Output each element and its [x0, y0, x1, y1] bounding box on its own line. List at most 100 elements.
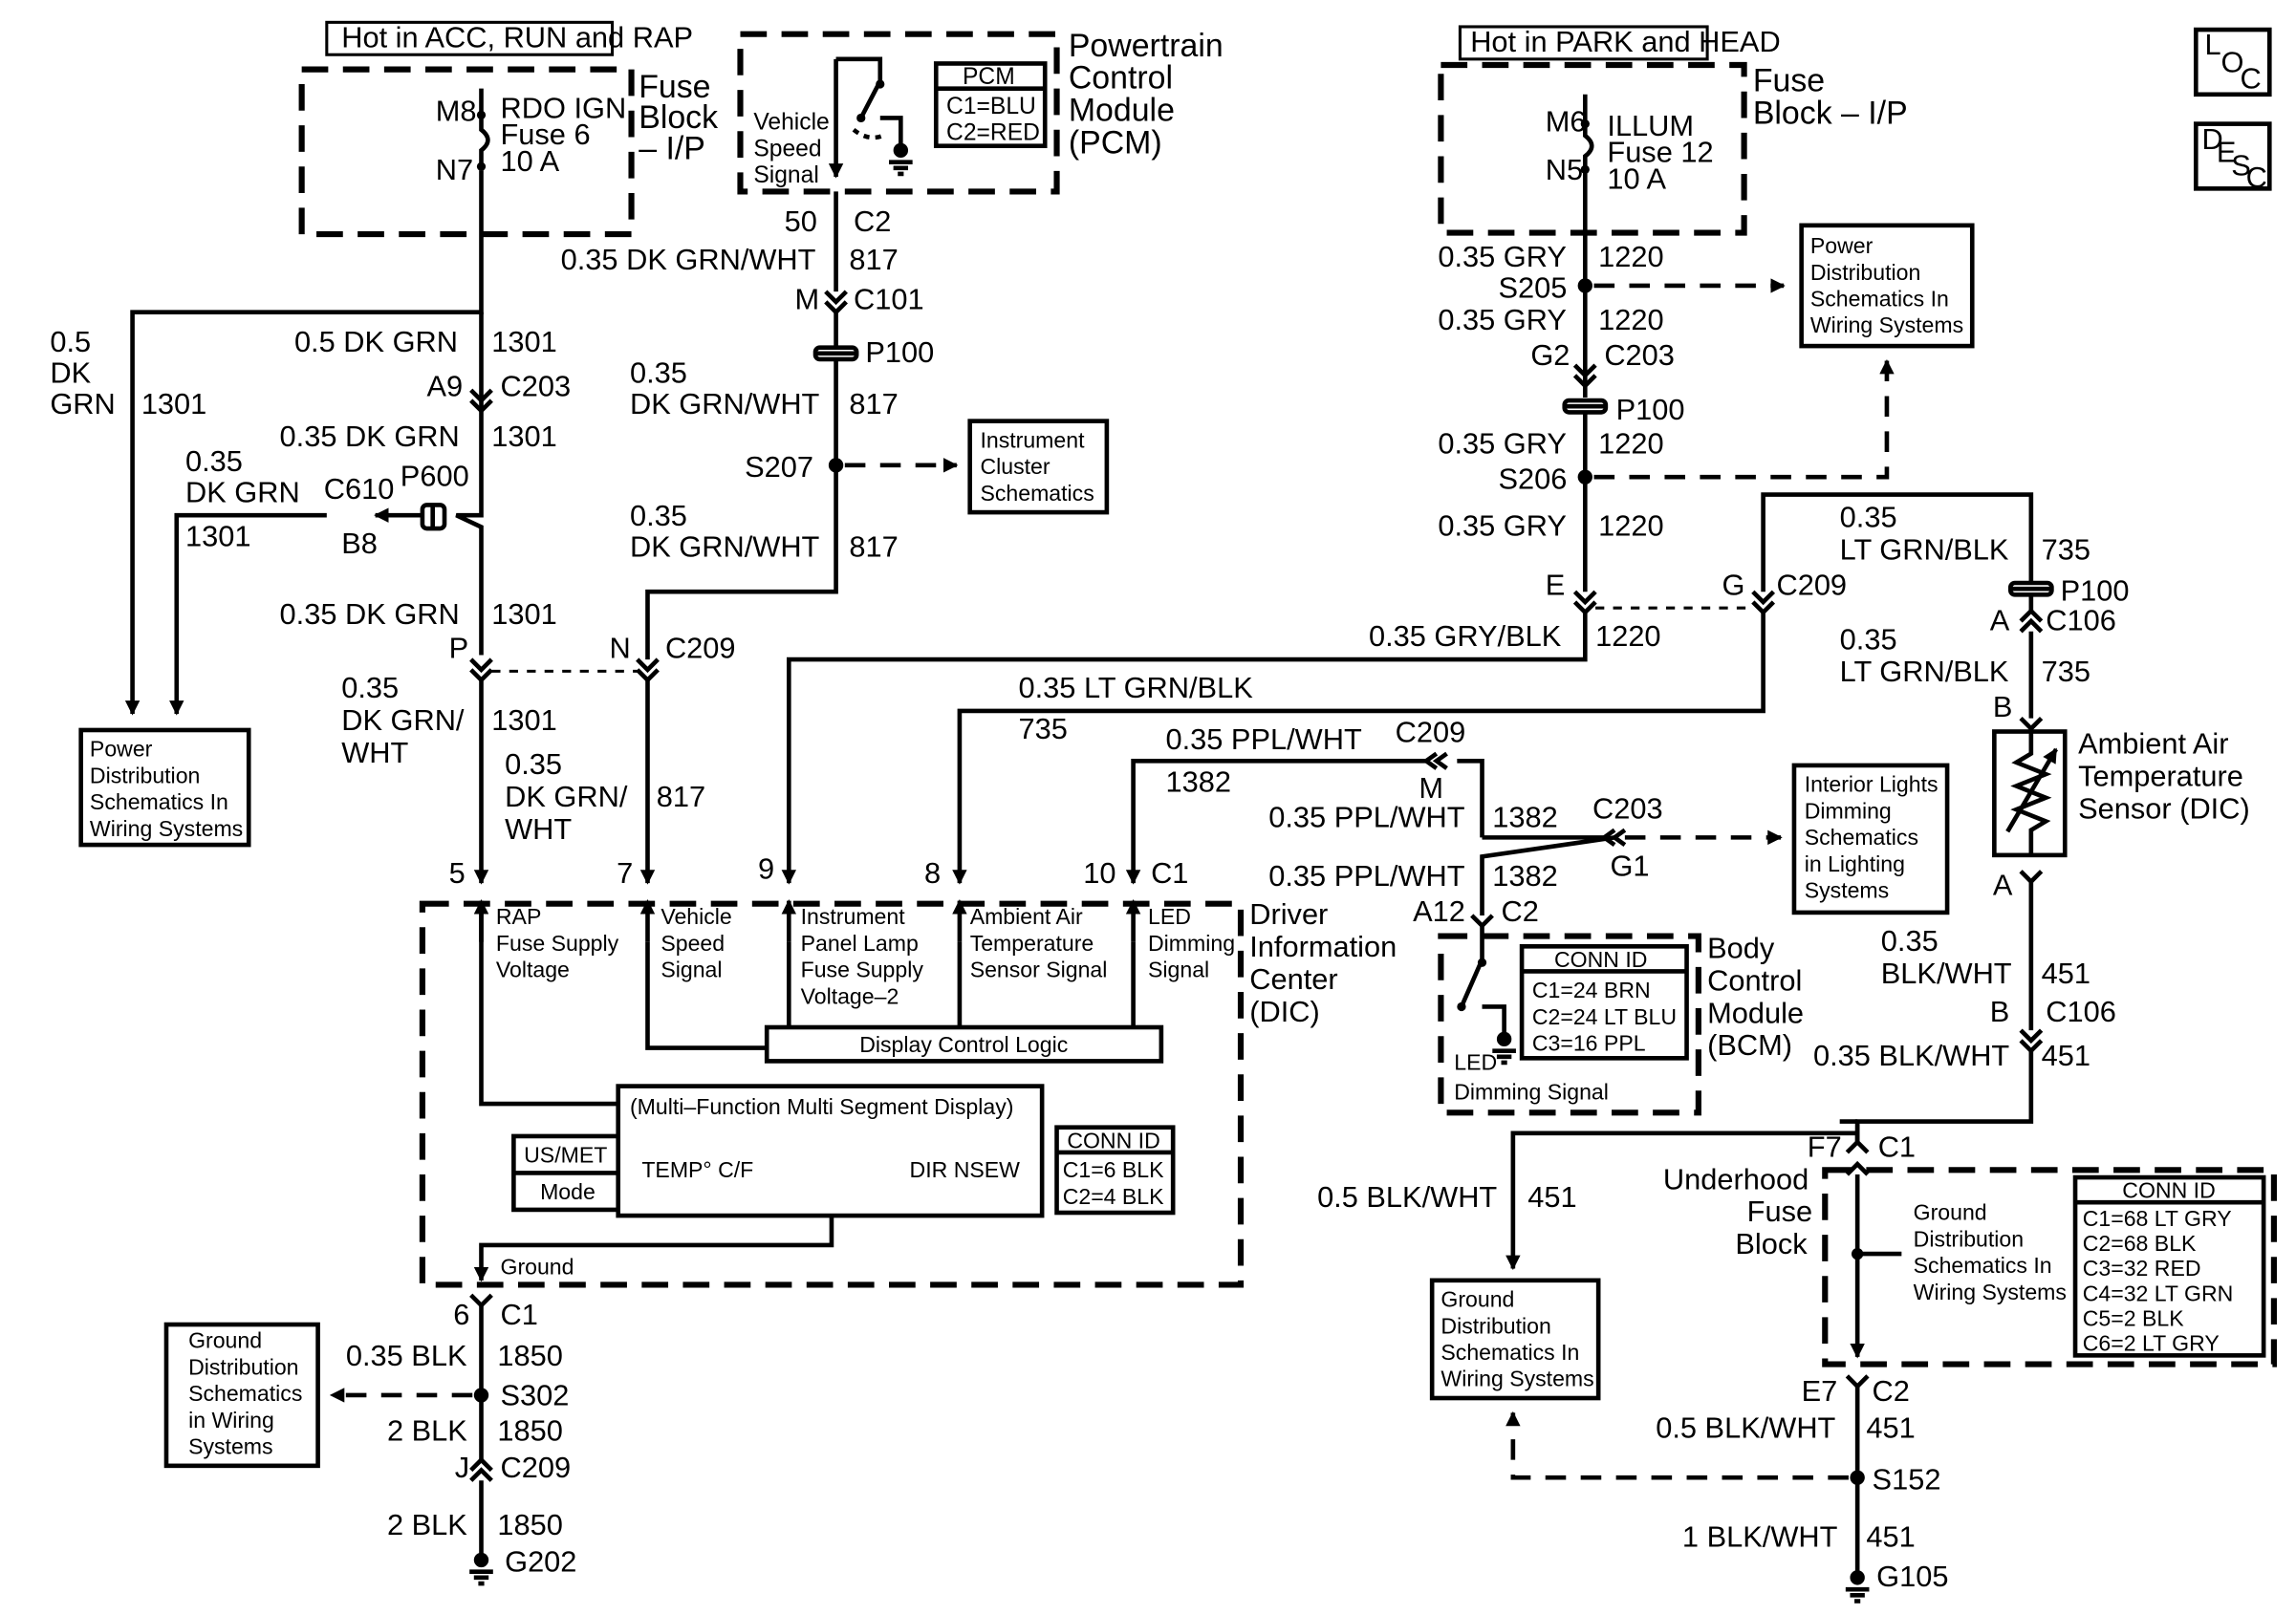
- vss-wire-2b: DK GRN/WHT: [630, 387, 820, 420]
- vss-wire-1: 0.35 DK GRN/WHT: [561, 243, 816, 276]
- led-circuit-1: 1382: [1165, 765, 1230, 799]
- s205-label: S205: [1498, 270, 1567, 304]
- gl-c1: C1: [501, 1298, 538, 1331]
- dic-in4-2: Temperature: [970, 931, 1094, 956]
- fuse-right-pin-in: M6: [1546, 104, 1587, 138]
- vss-m: M: [794, 283, 819, 316]
- fuse-block-right: Fuse Block – I/P M6 N5 ILLUM Fuse 12 10 …: [1438, 61, 1908, 236]
- svg-text:O: O: [2220, 46, 2243, 79]
- gr-gd-2: Distribution: [1914, 1226, 2024, 1251]
- dic-pin-9: 9: [758, 851, 774, 885]
- ref-interior-lights[interactable]: Interior Lights Dimming Schematics in Li…: [1791, 763, 1950, 915]
- loc-icon[interactable]: L O C: [2193, 27, 2272, 97]
- ign-wire-4b: DK GRN/: [341, 703, 465, 737]
- gl-circuit-2: 1850: [497, 1414, 562, 1448]
- sensor-title-1: Ambient Air: [2078, 727, 2228, 761]
- dic-in5-1: LED: [1148, 904, 1191, 929]
- bcm-title-1: Body: [1707, 932, 1775, 965]
- pcm-conn-2: C2=RED: [946, 120, 1040, 146]
- ign-wire-3: 0.35 DK GRN: [280, 597, 460, 631]
- fuse-right-title-2: Block – I/P: [1753, 96, 1908, 132]
- desc-icon[interactable]: D E S C: [2193, 121, 2272, 194]
- ref-ground-dist-right[interactable]: Ground Distribution Schematics In Wiring…: [1429, 1278, 1601, 1401]
- illum-circuit-4: 1220: [1598, 509, 1663, 543]
- dic-in1-1: RAP: [496, 904, 541, 929]
- pcm-module: Powertrain Control Module (PCM) Vehicle …: [737, 28, 1224, 195]
- vss-p100: P100: [865, 335, 934, 369]
- gl-pin: 6: [453, 1298, 469, 1331]
- bcm-conn-2: C2=24 LT BLU: [1532, 1004, 1677, 1029]
- ref-power-dist-right[interactable]: Power Distribution Schematics In Wiring …: [1799, 223, 1975, 349]
- dic-usmet: US/MET: [524, 1143, 607, 1168]
- c203-label-left: C203: [501, 369, 572, 402]
- svg-text:Distribution: Distribution: [188, 1354, 298, 1379]
- illum-wire-2: 0.35 GRY: [1438, 303, 1567, 336]
- ref-ground-dist-left[interactable]: Ground Distribution Schematics in Wiring…: [163, 1322, 320, 1469]
- wire-1301: [124, 170, 493, 885]
- dic-in1-2: Fuse Supply: [496, 931, 619, 956]
- b8-label: B8: [341, 527, 378, 560]
- p600-label: P600: [401, 459, 469, 492]
- dic-pin-10: 10: [1083, 856, 1116, 890]
- gr-circuit-3: 451: [1866, 1520, 1915, 1554]
- svg-text:L: L: [2205, 28, 2221, 61]
- illum-e: E: [1546, 568, 1566, 601]
- fuse-right-title-1: Fuse: [1753, 63, 1825, 99]
- hot-right-label: Hot in PARK and HEAD: [1458, 25, 1781, 61]
- gr-c2: C2: [1873, 1374, 1910, 1408]
- wire-735: [952, 492, 2068, 1143]
- fuse-left-pin-out: N7: [436, 153, 473, 186]
- led-g1: G1: [1610, 849, 1649, 882]
- ign-wire-4c: WHT: [341, 736, 408, 769]
- svg-text:Distribution: Distribution: [90, 763, 200, 787]
- dic-c1: C1: [1151, 856, 1188, 890]
- illum-g2: G2: [1530, 338, 1570, 372]
- fuse-right-element: [1582, 94, 1594, 174]
- amb-wire-2a: 0.35: [1840, 622, 1897, 656]
- wire-small-color: DK GRN: [185, 475, 300, 508]
- svg-text:E: E: [2217, 136, 2237, 169]
- ign-circuit-3: 1301: [491, 597, 556, 631]
- ref-instrument-cluster[interactable]: Instrument Cluster Schematics: [967, 419, 1110, 515]
- led-wire-1: 0.35 PPL/WHT: [1165, 722, 1361, 756]
- amb-wire-4a: 0.35: [1881, 924, 1939, 958]
- sensor-title-2: Temperature: [2078, 759, 2243, 792]
- wire-small-size: 0.35: [185, 444, 243, 478]
- pcm-signal-2: Speed: [753, 136, 821, 162]
- amb-wire-1b: LT GRN/BLK: [1840, 532, 2009, 566]
- led-a12: A12: [1413, 894, 1465, 928]
- dic-temp: TEMP° C/F: [641, 1157, 753, 1182]
- fuse-left-name-2: Fuse 6: [501, 118, 591, 151]
- uh-title-3: Block: [1735, 1227, 1808, 1260]
- illum-c203: C203: [1604, 338, 1675, 372]
- ign-wire-4a: 0.35: [341, 671, 399, 704]
- dic-in1-3: Voltage: [496, 958, 570, 982]
- illum-p100: P100: [1616, 393, 1685, 426]
- amb-a2: A: [1993, 868, 2013, 901]
- dic-in5-2: Dimming: [1148, 931, 1235, 956]
- ref-power-dist-left[interactable]: Power Distribution Schematics In Wiring …: [78, 727, 251, 848]
- vss-pin: 50: [785, 205, 817, 238]
- vss-conn: C2: [854, 205, 891, 238]
- svg-text:Schematics In: Schematics In: [90, 789, 228, 814]
- gl-j: J: [455, 1451, 469, 1484]
- ign-circuit-4: 1301: [491, 703, 556, 737]
- dic-in2-3: Signal: [661, 958, 722, 982]
- vss-wire-4a: 0.35: [505, 747, 562, 781]
- amb-wire-2b: LT GRN/BLK: [1840, 655, 2009, 688]
- svg-text:Distribution: Distribution: [1810, 260, 1920, 285]
- wire-left-color-2: GRN: [50, 387, 115, 420]
- svg-text:S: S: [2231, 148, 2251, 182]
- gr-gd-3: Schematics In: [1914, 1253, 2052, 1278]
- illum-circuit-2: 1220: [1598, 303, 1663, 336]
- a9-label: A9: [427, 369, 464, 402]
- bcm-signal-2: Dimming Signal: [1454, 1079, 1609, 1104]
- gr-gd-4: Wiring Systems: [1914, 1280, 2067, 1304]
- svg-text:Power: Power: [90, 737, 153, 762]
- dic-pin-8: 8: [924, 856, 941, 890]
- gr-e7: E7: [1802, 1374, 1838, 1408]
- wire-left-circuit: 1301: [141, 387, 206, 420]
- wire-1850: [329, 1293, 493, 1586]
- svg-text:Cluster: Cluster: [980, 454, 1050, 479]
